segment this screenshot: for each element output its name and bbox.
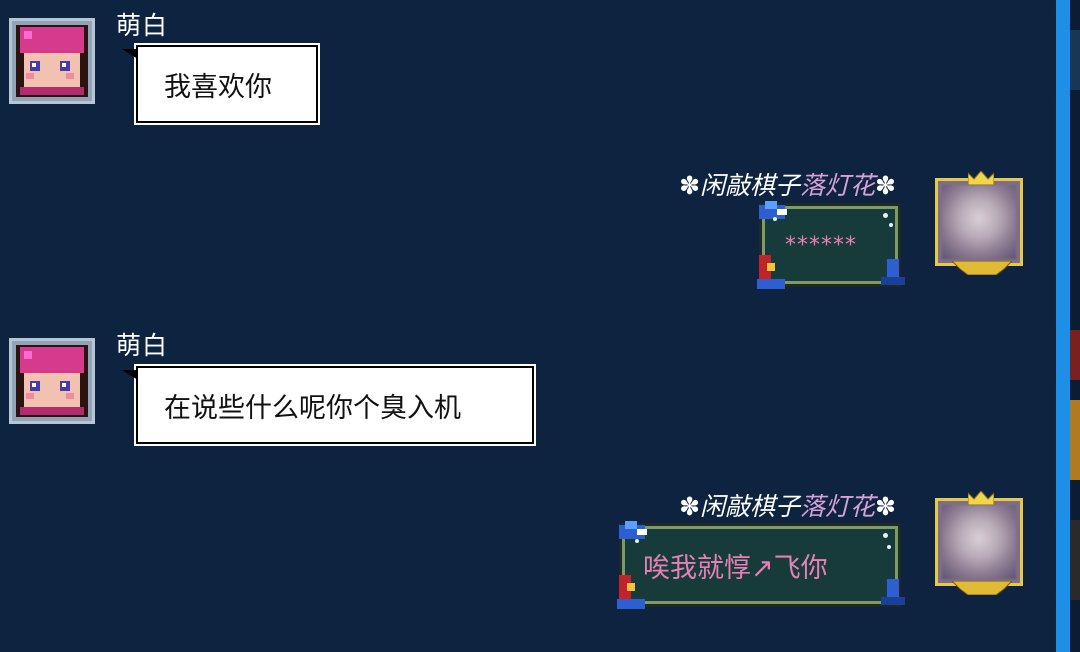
side-panel-edge xyxy=(1056,0,1080,652)
dragon-decoration-icon xyxy=(617,575,645,609)
sender-name: 萌白 xyxy=(116,11,169,40)
flower-icon: ✽ xyxy=(875,171,896,200)
flower-icon: ✽ xyxy=(679,171,701,200)
chat-message-list[interactable]: 萌白 我喜欢你 ✽闲敲棋子落灯花✽ ****** xyxy=(0,0,1056,652)
bubble-tail xyxy=(122,370,138,380)
crown-icon xyxy=(968,491,994,505)
message-bubble[interactable]: 唉我就惇↗飞你 xyxy=(617,521,905,609)
flower-icon: ✽ xyxy=(875,492,896,521)
frame-stand-icon xyxy=(952,261,1012,275)
self-avatar[interactable] xyxy=(935,171,1023,275)
avatar-image xyxy=(942,505,1016,579)
sender-avatar[interactable] xyxy=(9,338,95,424)
pixel-avatar-icon xyxy=(16,345,88,417)
message-bubble[interactable]: ****** xyxy=(757,201,905,289)
message-text: 唉我就惇↗飞你 xyxy=(643,552,828,584)
flower-icon: ✽ xyxy=(679,492,701,521)
bubble-tail xyxy=(122,49,138,59)
message-text: 我喜欢你 xyxy=(164,71,272,103)
dragon-decoration-icon xyxy=(619,521,647,539)
avatar-image xyxy=(942,185,1016,259)
dragon-decoration-icon xyxy=(881,579,905,605)
sender-name: ✽闲敲棋子落灯花✽ xyxy=(679,171,896,200)
message-text: 在说些什么呢你个臭入机 xyxy=(164,392,461,424)
frame-stand-icon xyxy=(952,581,1012,595)
crown-icon xyxy=(968,171,994,185)
message-bubble[interactable]: 我喜欢你 xyxy=(122,45,318,123)
message-bubble[interactable]: 在说些什么呢你个臭入机 xyxy=(122,366,534,444)
scrollbar[interactable] xyxy=(1056,0,1070,652)
dragon-decoration-icon xyxy=(757,255,785,289)
message-text: ****** xyxy=(785,232,857,258)
sender-avatar[interactable] xyxy=(9,18,95,104)
pixel-avatar-icon xyxy=(16,25,88,97)
dragon-decoration-icon xyxy=(759,201,787,219)
sender-name: 萌白 xyxy=(116,331,169,360)
self-avatar[interactable] xyxy=(935,491,1023,595)
dragon-decoration-icon xyxy=(881,259,905,285)
sender-name: ✽闲敲棋子落灯花✽ xyxy=(679,492,896,521)
